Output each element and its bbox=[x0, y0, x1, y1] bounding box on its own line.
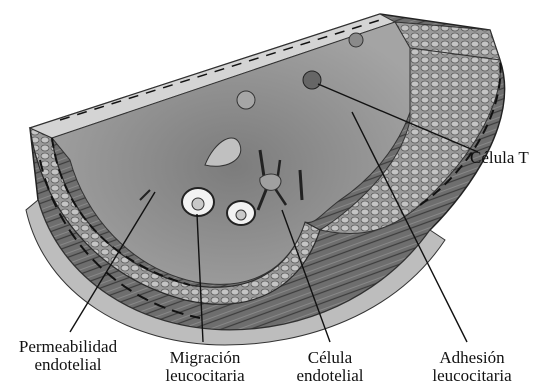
label-permeabilidad-endotelial: Permeabilidad endotelial bbox=[4, 338, 132, 374]
label-permeabilidad-line2: endotelial bbox=[4, 356, 132, 374]
label-adhesion-line1: Adhesión bbox=[412, 349, 532, 367]
label-permeabilidad-line1: Permeabilidad bbox=[4, 338, 132, 356]
label-celula-t: Célula T bbox=[470, 149, 529, 167]
label-celula-endotelial: Célula endotelial bbox=[280, 349, 380, 385]
label-celula-endotelial-line1: Célula bbox=[280, 349, 380, 367]
label-celula-t-text: Célula T bbox=[470, 149, 529, 167]
label-migracion-leucocitaria: Migración leucocitaria bbox=[145, 349, 265, 385]
t-cell bbox=[303, 71, 321, 89]
label-adhesion-line2: leucocitaria bbox=[412, 367, 532, 385]
label-migracion-line2: leucocitaria bbox=[145, 367, 265, 385]
label-celula-endotelial-line2: endotelial bbox=[280, 367, 380, 385]
label-adhesion-leucocitaria: Adhesión leucocitaria bbox=[412, 349, 532, 385]
label-migracion-line1: Migración bbox=[145, 349, 265, 367]
